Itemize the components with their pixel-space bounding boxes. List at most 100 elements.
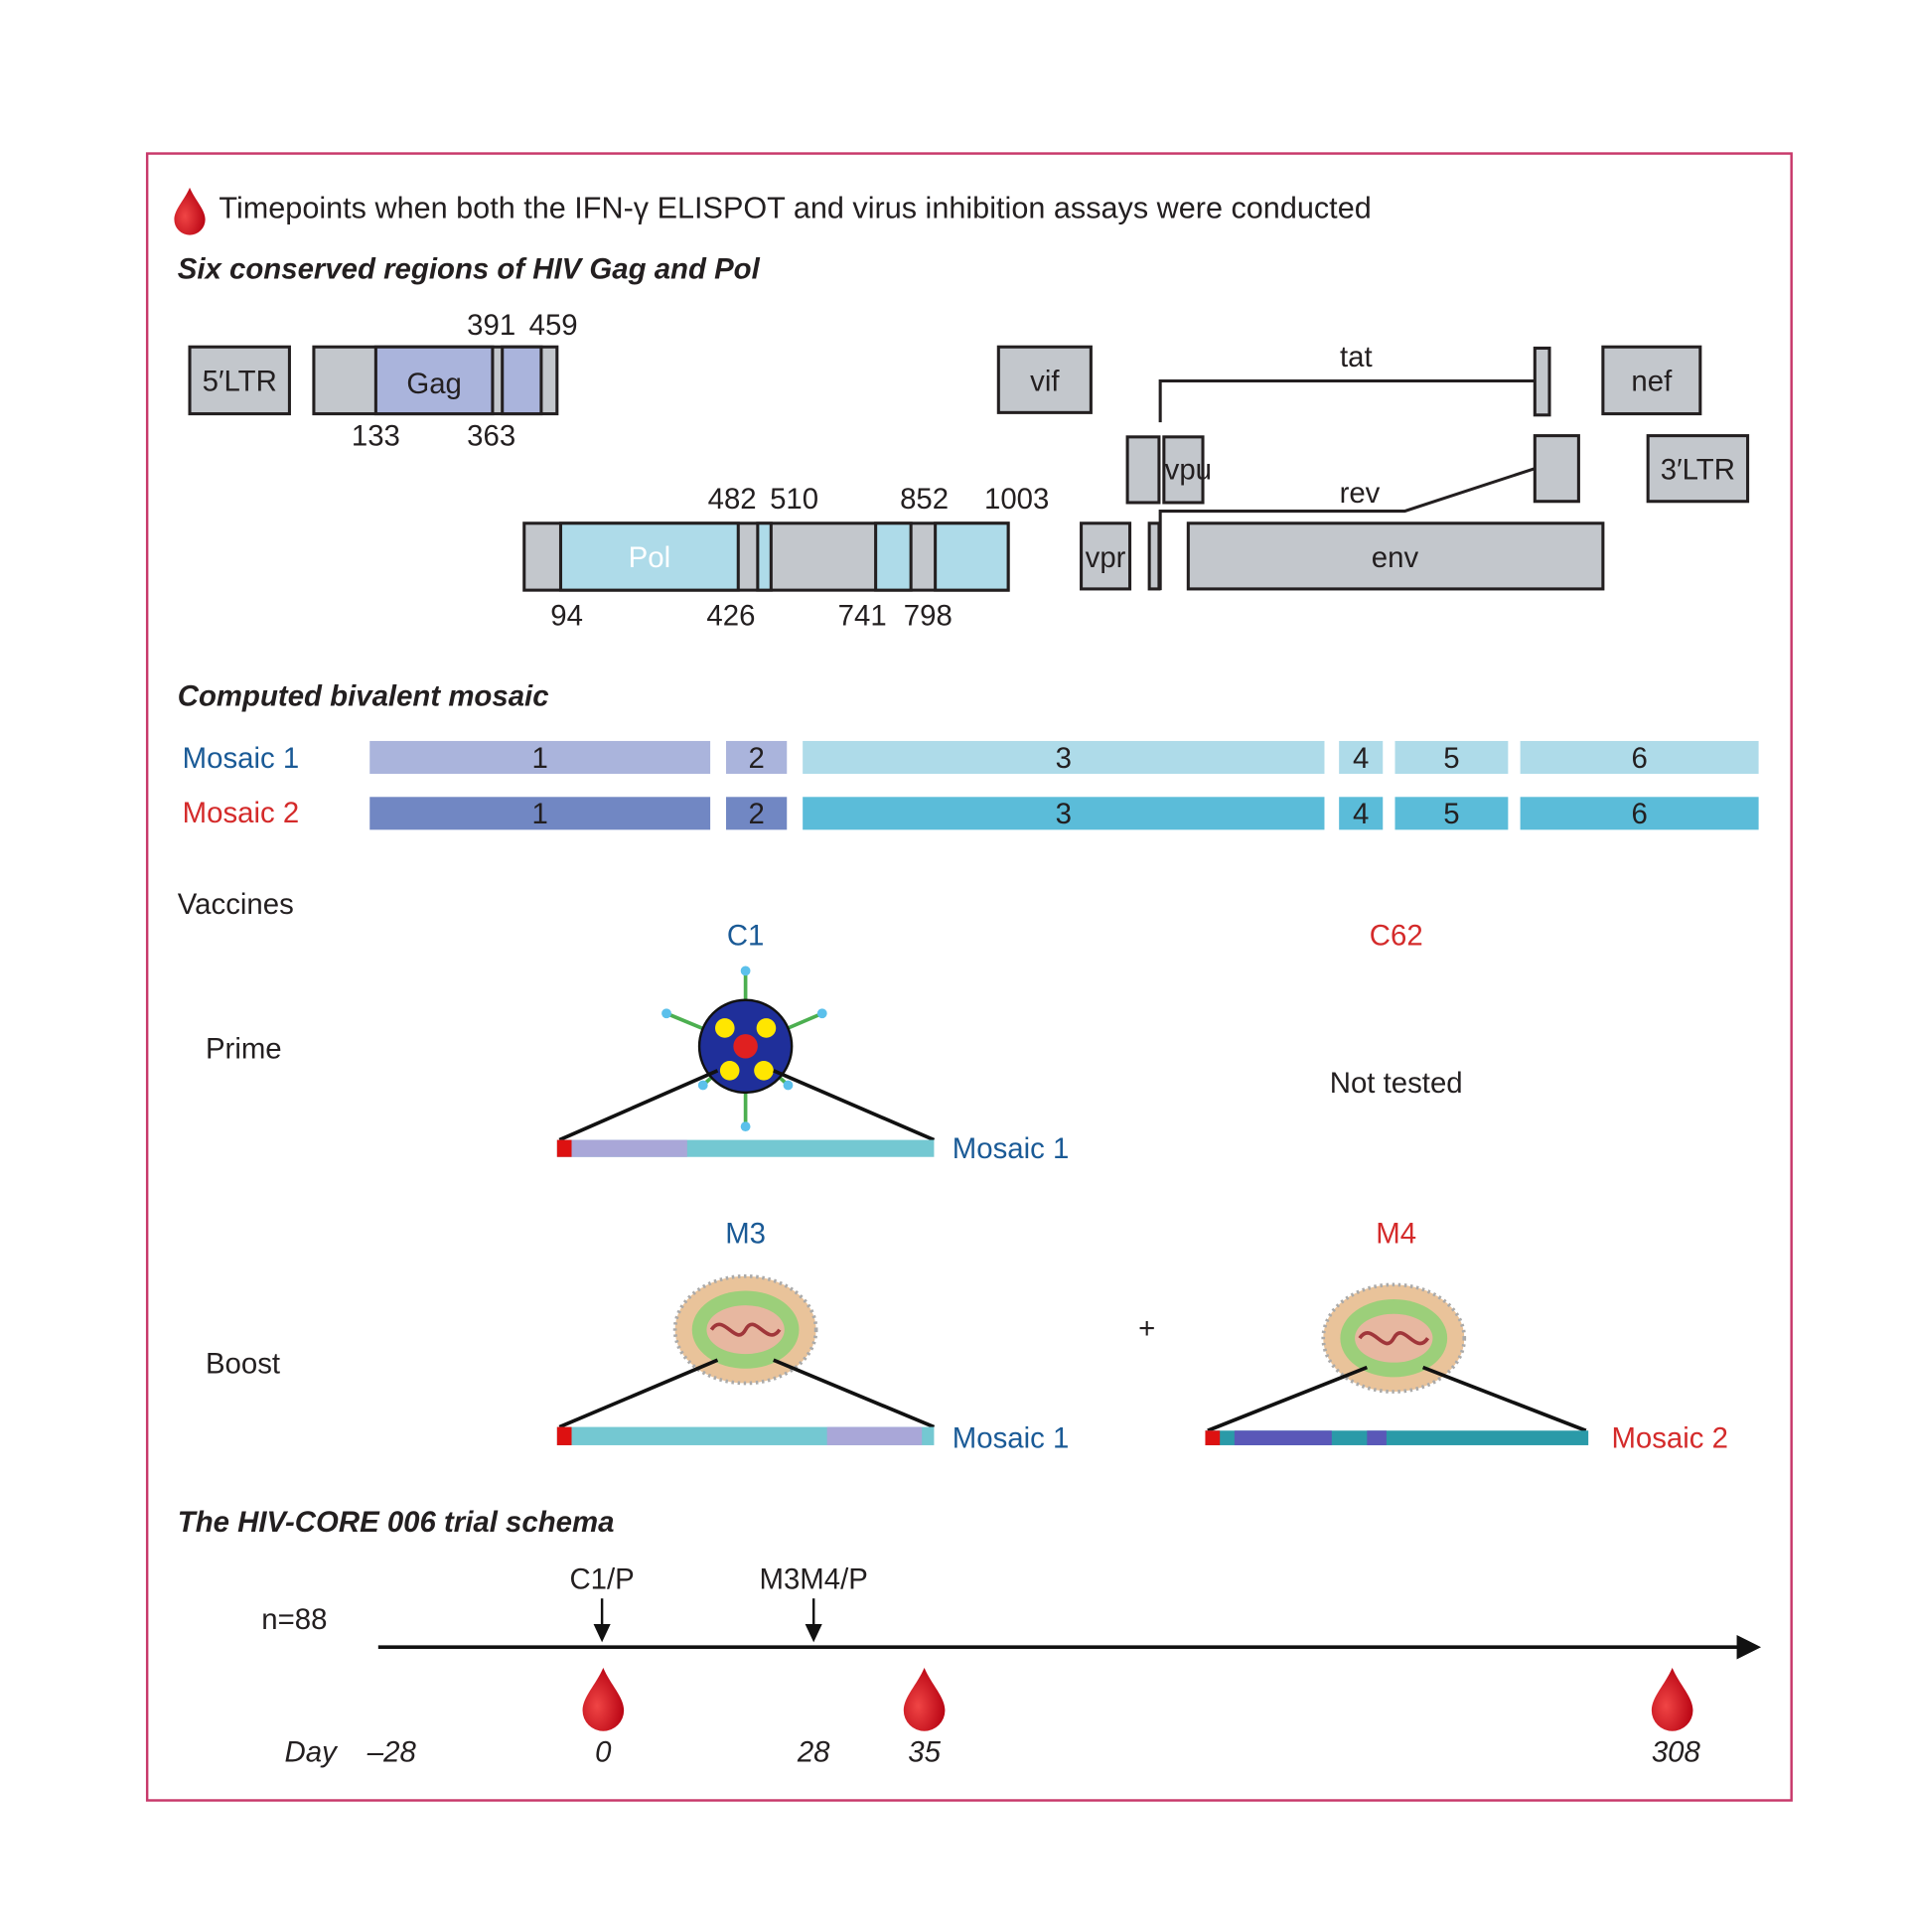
svg-text:3′LTR: 3′LTR <box>1661 454 1735 487</box>
blood-drop-icon <box>903 1668 946 1731</box>
pol-gene: Pol 482 510 852 1003 94 426 741 798 <box>522 483 1049 633</box>
blood-drop-icon <box>174 187 206 235</box>
mosaic-segment-label: 5 <box>1443 798 1459 830</box>
mosaic-segment-label: 5 <box>1443 742 1459 775</box>
mosaic-2-segment <box>1394 797 1509 830</box>
mosaic-2-segment <box>726 797 788 830</box>
svg-text:798: 798 <box>904 600 953 633</box>
svg-text:C1/P: C1/P <box>569 1562 634 1595</box>
mosaic-rows: 1 2 3 4 5 6 1 2 3 4 5 6 <box>369 740 1759 830</box>
mosaic-segment-label: 4 <box>1353 742 1369 775</box>
c1-label: C1 <box>727 920 765 953</box>
vaccines-heading: Vaccines <box>178 888 294 921</box>
mosaic-2-segment <box>369 797 711 830</box>
m3-insert-lines <box>558 1358 936 1429</box>
mosaic-segment-label: 4 <box>1353 798 1369 830</box>
arrow-down-icon <box>593 1623 611 1643</box>
m4-insert-label: Mosaic 2 <box>1611 1421 1728 1454</box>
svg-text:tat: tat <box>1340 341 1373 373</box>
prime-insert-bar <box>556 1139 935 1157</box>
arrow-down-icon <box>805 1623 822 1643</box>
event-m3m4p: M3M4/P <box>759 1562 868 1643</box>
svg-text:rev: rev <box>1340 477 1381 510</box>
mosaic-1-segment <box>1339 740 1384 775</box>
timeline-axis <box>377 1634 1762 1660</box>
mosaic-2-segment <box>1520 797 1759 830</box>
figure-border <box>145 152 1793 1802</box>
mosaic-1-segment <box>803 740 1325 775</box>
m3-label: M3 <box>725 1218 766 1251</box>
tat-gene: tat <box>1158 341 1551 423</box>
legend-text: Timepoints when both the IFN-γ ELISPOT a… <box>219 191 1371 224</box>
m4-insert-bar <box>1205 1430 1589 1445</box>
svg-text:133: 133 <box>352 419 400 452</box>
svg-text:5′LTR: 5′LTR <box>203 365 277 397</box>
mosaic-1-label: Mosaic 1 <box>183 742 300 775</box>
blood-drop-icon <box>582 1668 625 1731</box>
day-value: –28 <box>367 1735 417 1768</box>
trial-heading: The HIV-CORE 006 trial schema <box>178 1506 615 1539</box>
day-value: 35 <box>908 1735 941 1768</box>
svg-text:vif: vif <box>1030 365 1060 397</box>
mosaic-segment-label: 6 <box>1631 798 1647 830</box>
blood-drop-icon <box>1651 1668 1693 1731</box>
c62-label: C62 <box>1370 920 1423 953</box>
nef-box: nef <box>1601 345 1702 416</box>
rev-exon1-box <box>1147 521 1161 591</box>
mosaic-1-segment <box>1520 740 1759 775</box>
mosaic-segment-label: 2 <box>748 798 764 830</box>
svg-text:vpr: vpr <box>1086 541 1126 574</box>
svg-text:391: 391 <box>467 309 515 342</box>
mosaic-segment-label: 6 <box>1631 742 1647 775</box>
n-label: n=88 <box>261 1603 327 1636</box>
svg-text:Gag: Gag <box>406 368 462 400</box>
svg-text:852: 852 <box>900 483 949 516</box>
day-label: Day <box>285 1735 340 1768</box>
mosaic-1-segment <box>1394 740 1509 775</box>
svg-text:482: 482 <box>708 483 757 516</box>
mosaic-heading: Computed bivalent mosaic <box>178 679 549 712</box>
mosaic-segment-label: 1 <box>532 798 548 830</box>
ltr5-box: 5′LTR <box>188 345 291 416</box>
ltr3-box: 3′LTR <box>1646 434 1750 504</box>
prime-insert-lines <box>558 1069 936 1142</box>
mosaic-segment-label: 1 <box>532 742 548 775</box>
svg-text:426: 426 <box>706 600 755 633</box>
mosaic-segment-label: 3 <box>1056 742 1072 775</box>
mosaic-1-segment <box>726 740 788 775</box>
adenovirus-icon <box>661 966 827 1132</box>
mosaic-1-segment <box>369 740 711 775</box>
mosaic-segment-label: 2 <box>748 742 764 775</box>
svg-text:459: 459 <box>529 309 578 342</box>
m4-label: M4 <box>1376 1218 1416 1251</box>
gag-gene: Gag 391 459 133 363 <box>312 309 578 452</box>
prime-label: Prime <box>206 1033 282 1066</box>
svg-text:741: 741 <box>838 600 887 633</box>
day-value: 0 <box>595 1735 612 1768</box>
event-c1p: C1/P <box>569 1562 635 1643</box>
vif-box: vif <box>996 345 1093 414</box>
day-value: 28 <box>797 1735 830 1768</box>
day-value: 308 <box>1652 1735 1701 1768</box>
vpu-gene: vpu <box>1125 435 1212 505</box>
plus-sign: + <box>1138 1312 1155 1345</box>
not-tested-label: Not tested <box>1330 1067 1463 1100</box>
mosaic-segment-label: 3 <box>1056 798 1072 830</box>
svg-text:nef: nef <box>1631 365 1673 397</box>
m3-insert-bar <box>556 1426 935 1445</box>
svg-text:M3M4/P: M3M4/P <box>759 1562 867 1595</box>
mosaic-2-segment <box>1339 797 1384 830</box>
svg-text:363: 363 <box>467 419 515 452</box>
rev-gene: rev <box>1158 434 1580 591</box>
svg-text:510: 510 <box>770 483 818 516</box>
genome-heading: Six conserved regions of HIV Gag and Pol <box>178 253 761 286</box>
svg-text:Pol: Pol <box>629 541 670 574</box>
svg-text:vpu: vpu <box>1165 454 1212 487</box>
mva-m4-icon <box>1321 1282 1467 1394</box>
m4-insert-lines <box>1207 1365 1587 1432</box>
svg-text:env: env <box>1372 541 1419 574</box>
svg-text:94: 94 <box>550 600 583 633</box>
boost-label: Boost <box>206 1348 280 1381</box>
mva-m3-icon <box>672 1273 818 1386</box>
